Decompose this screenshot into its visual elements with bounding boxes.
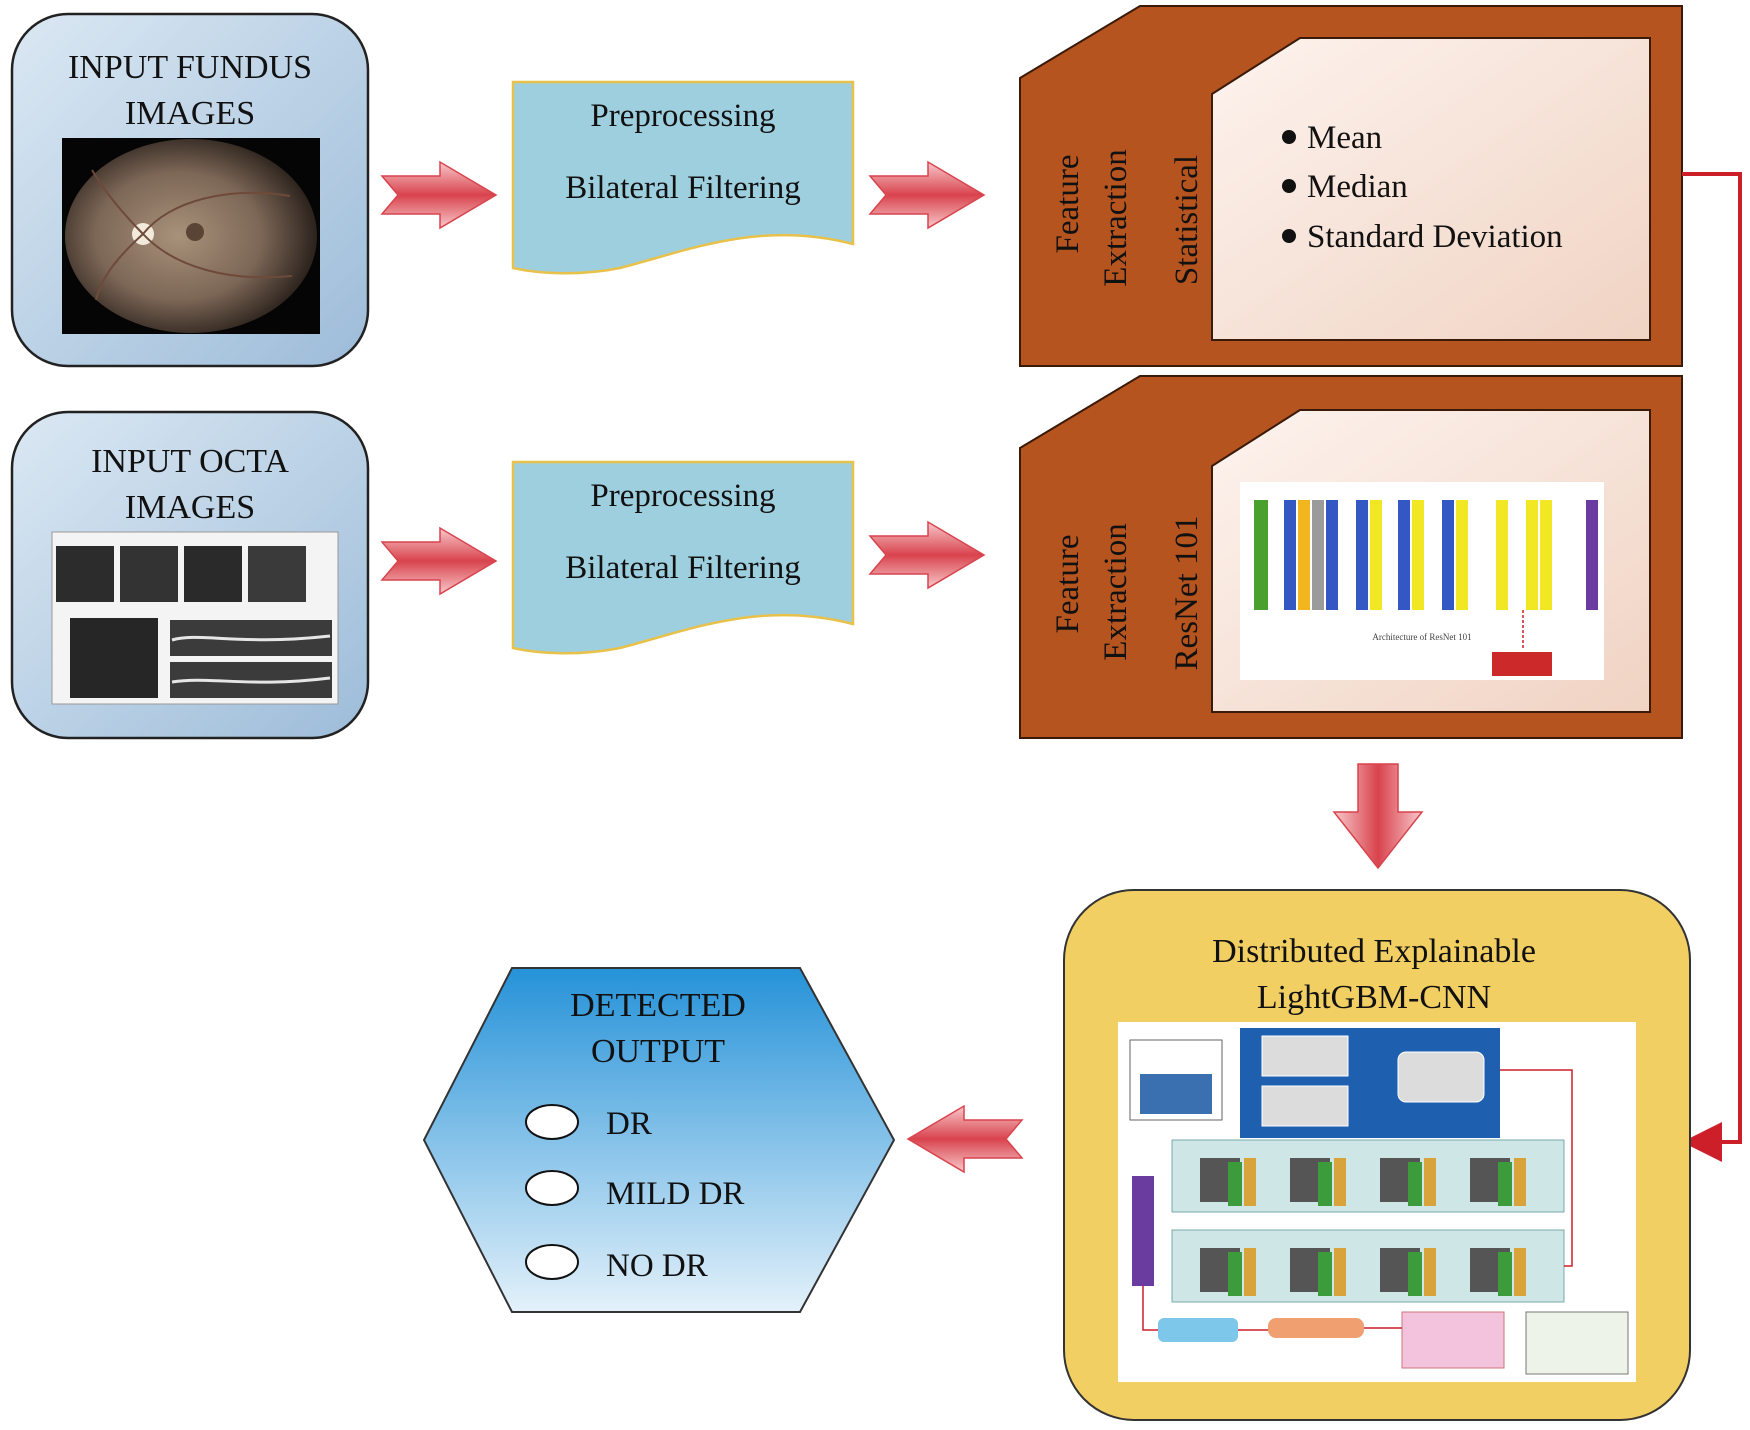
bullet-icon <box>1282 179 1296 193</box>
arrow-preprocess-to-stat <box>868 160 986 230</box>
option-label-dr: DR <box>606 1106 652 1142</box>
feature-extraction-resnet: Feature Extraction ResNet 101 Architectu… <box>1019 375 1683 739</box>
arrow-fundus-to-preprocess <box>380 160 498 230</box>
output-title-line2: OUTPUT <box>591 1033 725 1070</box>
radio-dr[interactable] <box>525 1104 579 1140</box>
option-label-mild-dr: MILD DR <box>606 1176 744 1212</box>
arrow-preprocess-to-resnet <box>868 520 986 590</box>
arrow-octa-to-preprocess <box>380 526 498 596</box>
input-octa-title-line1: INPUT OCTA <box>91 443 289 480</box>
input-fundus-title-line1: INPUT FUNDUS <box>68 49 312 86</box>
option-label-no-dr: NO DR <box>606 1248 708 1284</box>
input-octa-box: INPUT OCTA IMAGES <box>10 410 370 740</box>
model-architecture-figure <box>1118 1022 1636 1382</box>
stat-bullet-mean: Mean <box>1307 120 1382 156</box>
feature-resnet-side-label-line2: Extraction <box>1098 523 1134 660</box>
feature-stat-side-label-line1: Feature <box>1050 155 1086 254</box>
fundus-image <box>62 138 320 334</box>
model-box: Distributed Explainable LightGBM-CNN <box>1063 889 1691 1421</box>
model-title-line1: Distributed Explainable <box>1212 933 1536 970</box>
preprocess-2-title: Preprocessing <box>590 478 775 514</box>
bullet-icon <box>1282 229 1296 243</box>
resnet-thumbnail-caption: Architecture of ResNet 101 <box>1372 632 1471 642</box>
resnet-architecture-thumbnail: Architecture of ResNet 101 <box>1240 482 1604 680</box>
connector-statistical-to-model <box>1682 172 1742 1162</box>
input-fundus-title-line2: IMAGES <box>125 95 255 132</box>
detected-output-box: DETECTED OUTPUT DR MILD DR NO DR <box>422 967 896 1313</box>
model-title-line2: LightGBM-CNN <box>1257 979 1491 1016</box>
stat-bullet-std: Standard Deviation <box>1307 219 1563 255</box>
radio-mild-dr[interactable] <box>525 1170 579 1206</box>
input-fundus-box: INPUT FUNDUS IMAGES <box>10 12 370 368</box>
bullet-icon <box>1282 130 1296 144</box>
preprocess-box-2: Preprocessing Bilateral Filtering <box>511 460 855 655</box>
preprocess-2-method: Bilateral Filtering <box>565 550 801 586</box>
stat-bullet-median: Median <box>1307 169 1408 205</box>
preprocess-1-title: Preprocessing <box>590 98 775 134</box>
feature-resnet-side-label-line1: Feature <box>1050 535 1086 634</box>
feature-extraction-statistical: Feature Extraction Statistical Mean Medi… <box>1019 5 1683 367</box>
radio-no-dr[interactable] <box>525 1244 579 1280</box>
arrow-model-to-output <box>906 1104 1024 1174</box>
octa-image <box>51 531 339 705</box>
preprocess-box-1: Preprocessing Bilateral Filtering <box>511 80 855 275</box>
feature-resnet-inner-label: ResNet 101 <box>1169 516 1205 671</box>
feature-stat-side-label-line2: Extraction <box>1098 149 1134 286</box>
arrow-down-to-model <box>1332 763 1424 870</box>
output-title-line1: DETECTED <box>570 987 746 1024</box>
feature-stat-inner-label: Statistical <box>1169 155 1205 285</box>
preprocess-1-method: Bilateral Filtering <box>565 170 801 206</box>
input-octa-title-line2: IMAGES <box>125 489 255 526</box>
